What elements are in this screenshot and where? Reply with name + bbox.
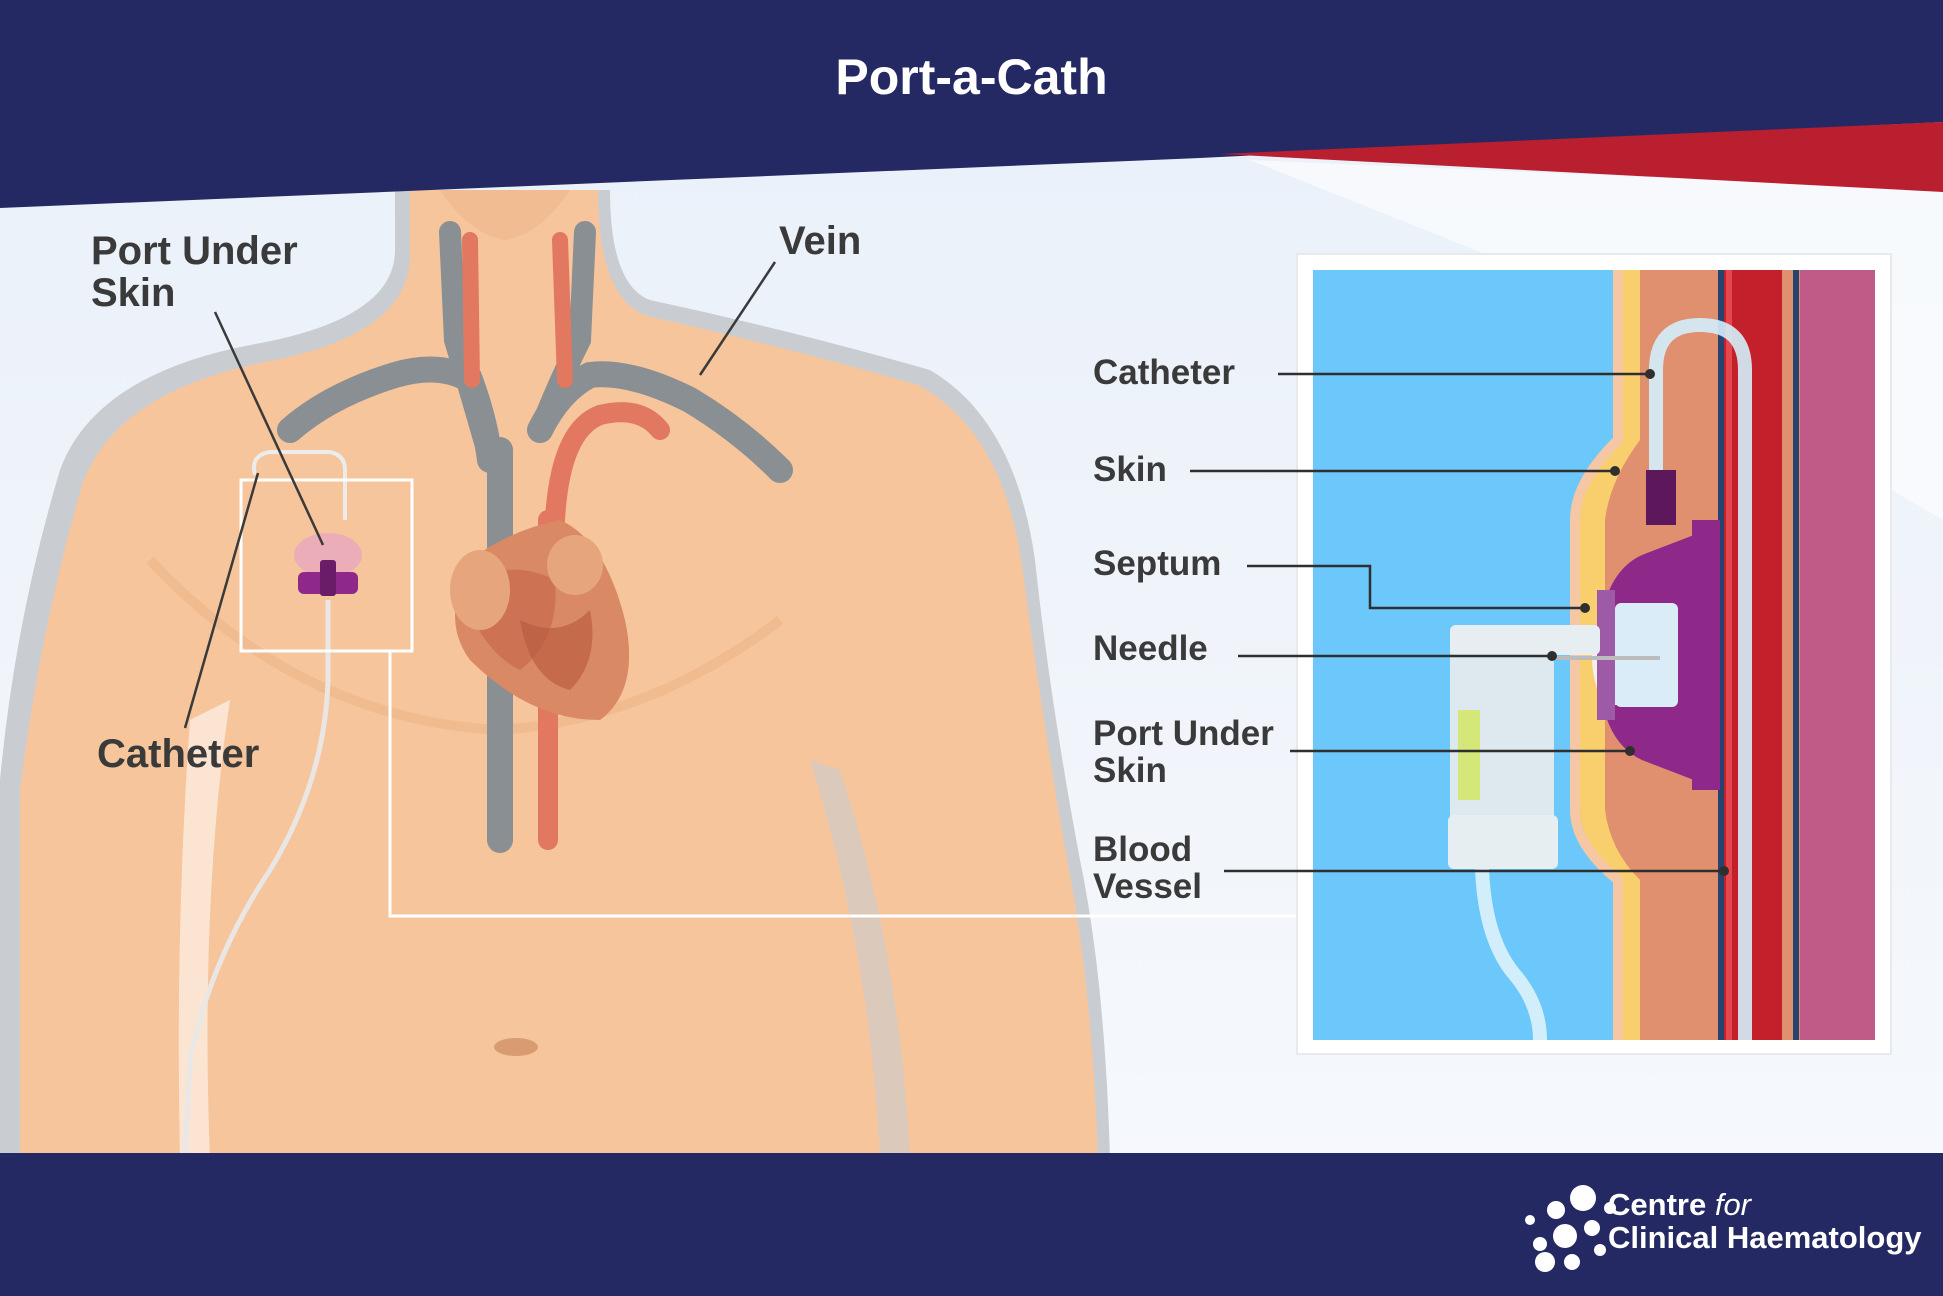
side-shadow-right xyxy=(810,760,910,1160)
detail-leaders xyxy=(1190,369,1729,876)
label-detail-needle: Needle xyxy=(1093,629,1208,668)
logo-line1-italic: for xyxy=(1714,1187,1752,1222)
zoom-connector xyxy=(388,651,1300,918)
leader-port-under-skin xyxy=(213,311,325,546)
label-catheter-body: Catheter xyxy=(97,732,260,776)
label-detail-port-under-skin: Port Under Skin xyxy=(1093,714,1274,790)
catheter-loop-body xyxy=(252,450,347,520)
zoom-box xyxy=(239,478,414,653)
label-vein: Vein xyxy=(779,219,862,263)
logo-text: Centre for Clinical Haematology xyxy=(1608,1188,1922,1255)
logo-line2: Clinical Haematology xyxy=(1608,1220,1922,1256)
heart xyxy=(450,520,630,720)
navel xyxy=(494,1038,538,1056)
catheter-line-body xyxy=(182,600,331,1161)
leader-catheter-body xyxy=(183,472,260,729)
label-detail-catheter: Catheter xyxy=(1093,353,1235,392)
label-detail-septum: Septum xyxy=(1093,544,1222,583)
label-detail-blood-vessel: Blood Vessel xyxy=(1093,830,1202,906)
header-red-accent xyxy=(1220,122,1943,192)
logo-line1: Centre xyxy=(1608,1187,1707,1222)
leader-vein xyxy=(698,261,777,376)
background-shard xyxy=(1250,160,1943,520)
label-port-under-skin: Port Under Skin xyxy=(91,229,298,315)
logo-icon xyxy=(1525,1185,1616,1272)
header-band xyxy=(0,0,1943,208)
footer-band xyxy=(0,1153,1943,1296)
body-port xyxy=(294,533,362,596)
neck-shading xyxy=(440,190,570,240)
label-detail-skin: Skin xyxy=(1093,450,1167,489)
page-title: Port-a-Cath xyxy=(835,49,1108,105)
